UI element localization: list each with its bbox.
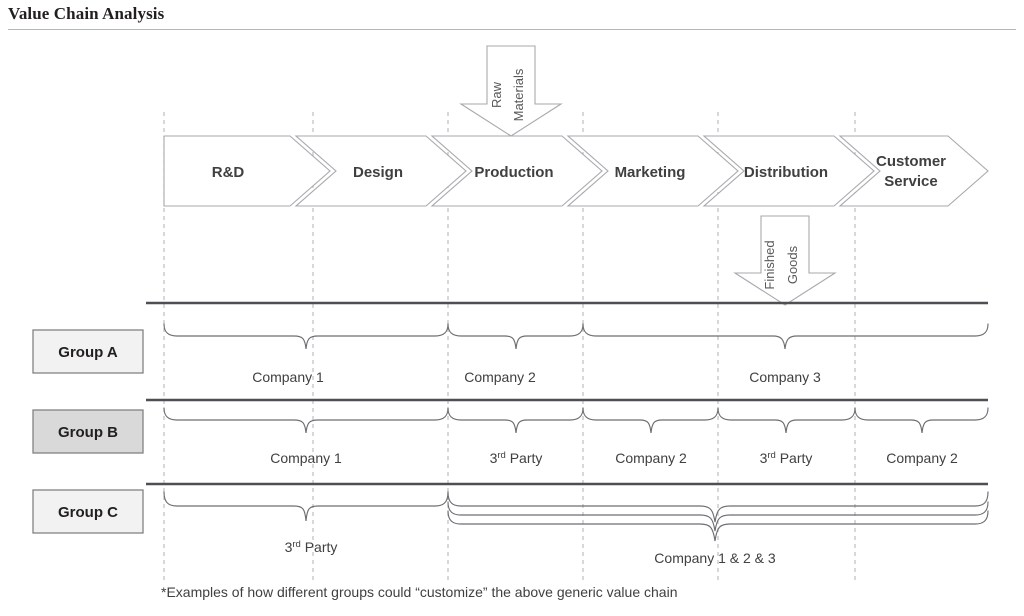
group-b-brace-2 <box>447 407 584 434</box>
group-b-segment-label-4: 3rd Party <box>760 450 813 466</box>
group-c-segment-label-2: Company 1 & 2 & 3 <box>654 550 776 566</box>
group-a-segment-label-3: Company 3 <box>749 369 821 385</box>
title-divider <box>8 29 1016 30</box>
group-a-brace-3 <box>582 323 989 350</box>
group-b-segment-label-2: 3rd Party <box>490 450 543 466</box>
raw-materials-arrow: Raw Materials <box>459 45 563 137</box>
stage-shape-distribution[interactable] <box>702 135 875 207</box>
finished-goods-arrow: Finished Goods <box>733 215 837 306</box>
group-b-brace-1 <box>163 407 449 434</box>
group-b-segment-label-5: Company 2 <box>886 450 958 466</box>
stage-label-marketing: Marketing <box>615 164 686 181</box>
group-a-row: Group A Company 1 Company 2 Company 3 <box>32 323 989 385</box>
stage-shape-design[interactable] <box>294 135 467 207</box>
group-b-segment-2-base: 3 <box>490 450 498 466</box>
group-c-segment-1-sup: rd <box>292 539 300 550</box>
group-b-segment-label-3: Company 2 <box>615 450 687 466</box>
group-c-segment-label-1: 3rd Party <box>285 539 338 555</box>
stage-shape-marketing[interactable] <box>566 135 739 207</box>
group-a-brace-2 <box>447 323 584 350</box>
stage-label-customer-service-line2: Service <box>884 173 937 190</box>
finished-goods-arrow-shape <box>733 215 837 306</box>
group-b-segment-2-rest: Party <box>506 450 543 466</box>
group-b-brace-3 <box>582 407 719 434</box>
group-b-segment-4-sup: rd <box>767 450 775 461</box>
group-b-segment-4-rest: Party <box>776 450 813 466</box>
stage-label-distribution: Distribution <box>744 164 828 181</box>
group-b-label: Group B <box>58 424 118 441</box>
group-b-segment-4-base: 3 <box>760 450 768 466</box>
group-b-brace-4 <box>717 407 856 434</box>
group-c-brace-1 <box>163 491 449 522</box>
group-a-segment-label-1: Company 1 <box>252 369 324 385</box>
group-b-segment-2-sup: rd <box>497 450 505 461</box>
group-c-segment-1-base: 3 <box>285 539 293 555</box>
group-c-brace-2-middle <box>447 501 989 532</box>
group-c-segment-1-rest: Party <box>301 539 338 555</box>
group-b-box[interactable] <box>32 409 144 454</box>
group-b-brace-5 <box>854 407 989 434</box>
stage-shape-customer-service[interactable] <box>838 135 989 207</box>
group-c-brace-2-outer <box>447 491 989 523</box>
dashed-guides <box>163 112 856 580</box>
raw-materials-label-line2: Materials <box>511 68 526 121</box>
group-a-box[interactable] <box>32 329 144 374</box>
finished-goods-label-line1: Finished <box>762 240 777 289</box>
stage-shape-rd[interactable] <box>163 135 331 207</box>
stage-label-rd: R&D <box>212 164 245 181</box>
page-title: Value Chain Analysis <box>8 4 165 23</box>
finished-goods-label-line2: Goods <box>785 245 800 284</box>
stage-label-production: Production <box>474 164 553 181</box>
group-a-brace-1 <box>163 323 449 350</box>
group-b-row: Group B Company 1 3rd Party Company 2 3r… <box>32 407 989 466</box>
group-c-label: Group C <box>58 504 118 521</box>
group-c-brace-2-inner <box>447 510 989 542</box>
group-b-segment-label-1: Company 1 <box>270 450 342 466</box>
group-c-row: Group C 3rd Party Company 1 & 2 & 3 <box>32 489 989 566</box>
value-chain-row: R&D Design Production Marketing Distribu… <box>163 135 989 207</box>
raw-materials-arrow-shape <box>459 45 563 137</box>
stage-label-customer-service-line1: Customer <box>876 153 946 170</box>
group-a-segment-label-2: Company 2 <box>464 369 536 385</box>
raw-materials-label-line1: Raw <box>489 81 504 108</box>
stage-label-design: Design <box>353 164 403 181</box>
footnote: *Examples of how different groups could … <box>161 584 677 600</box>
group-c-box[interactable] <box>32 489 144 534</box>
group-a-label: Group A <box>58 344 118 361</box>
stage-shape-production[interactable] <box>430 135 603 207</box>
